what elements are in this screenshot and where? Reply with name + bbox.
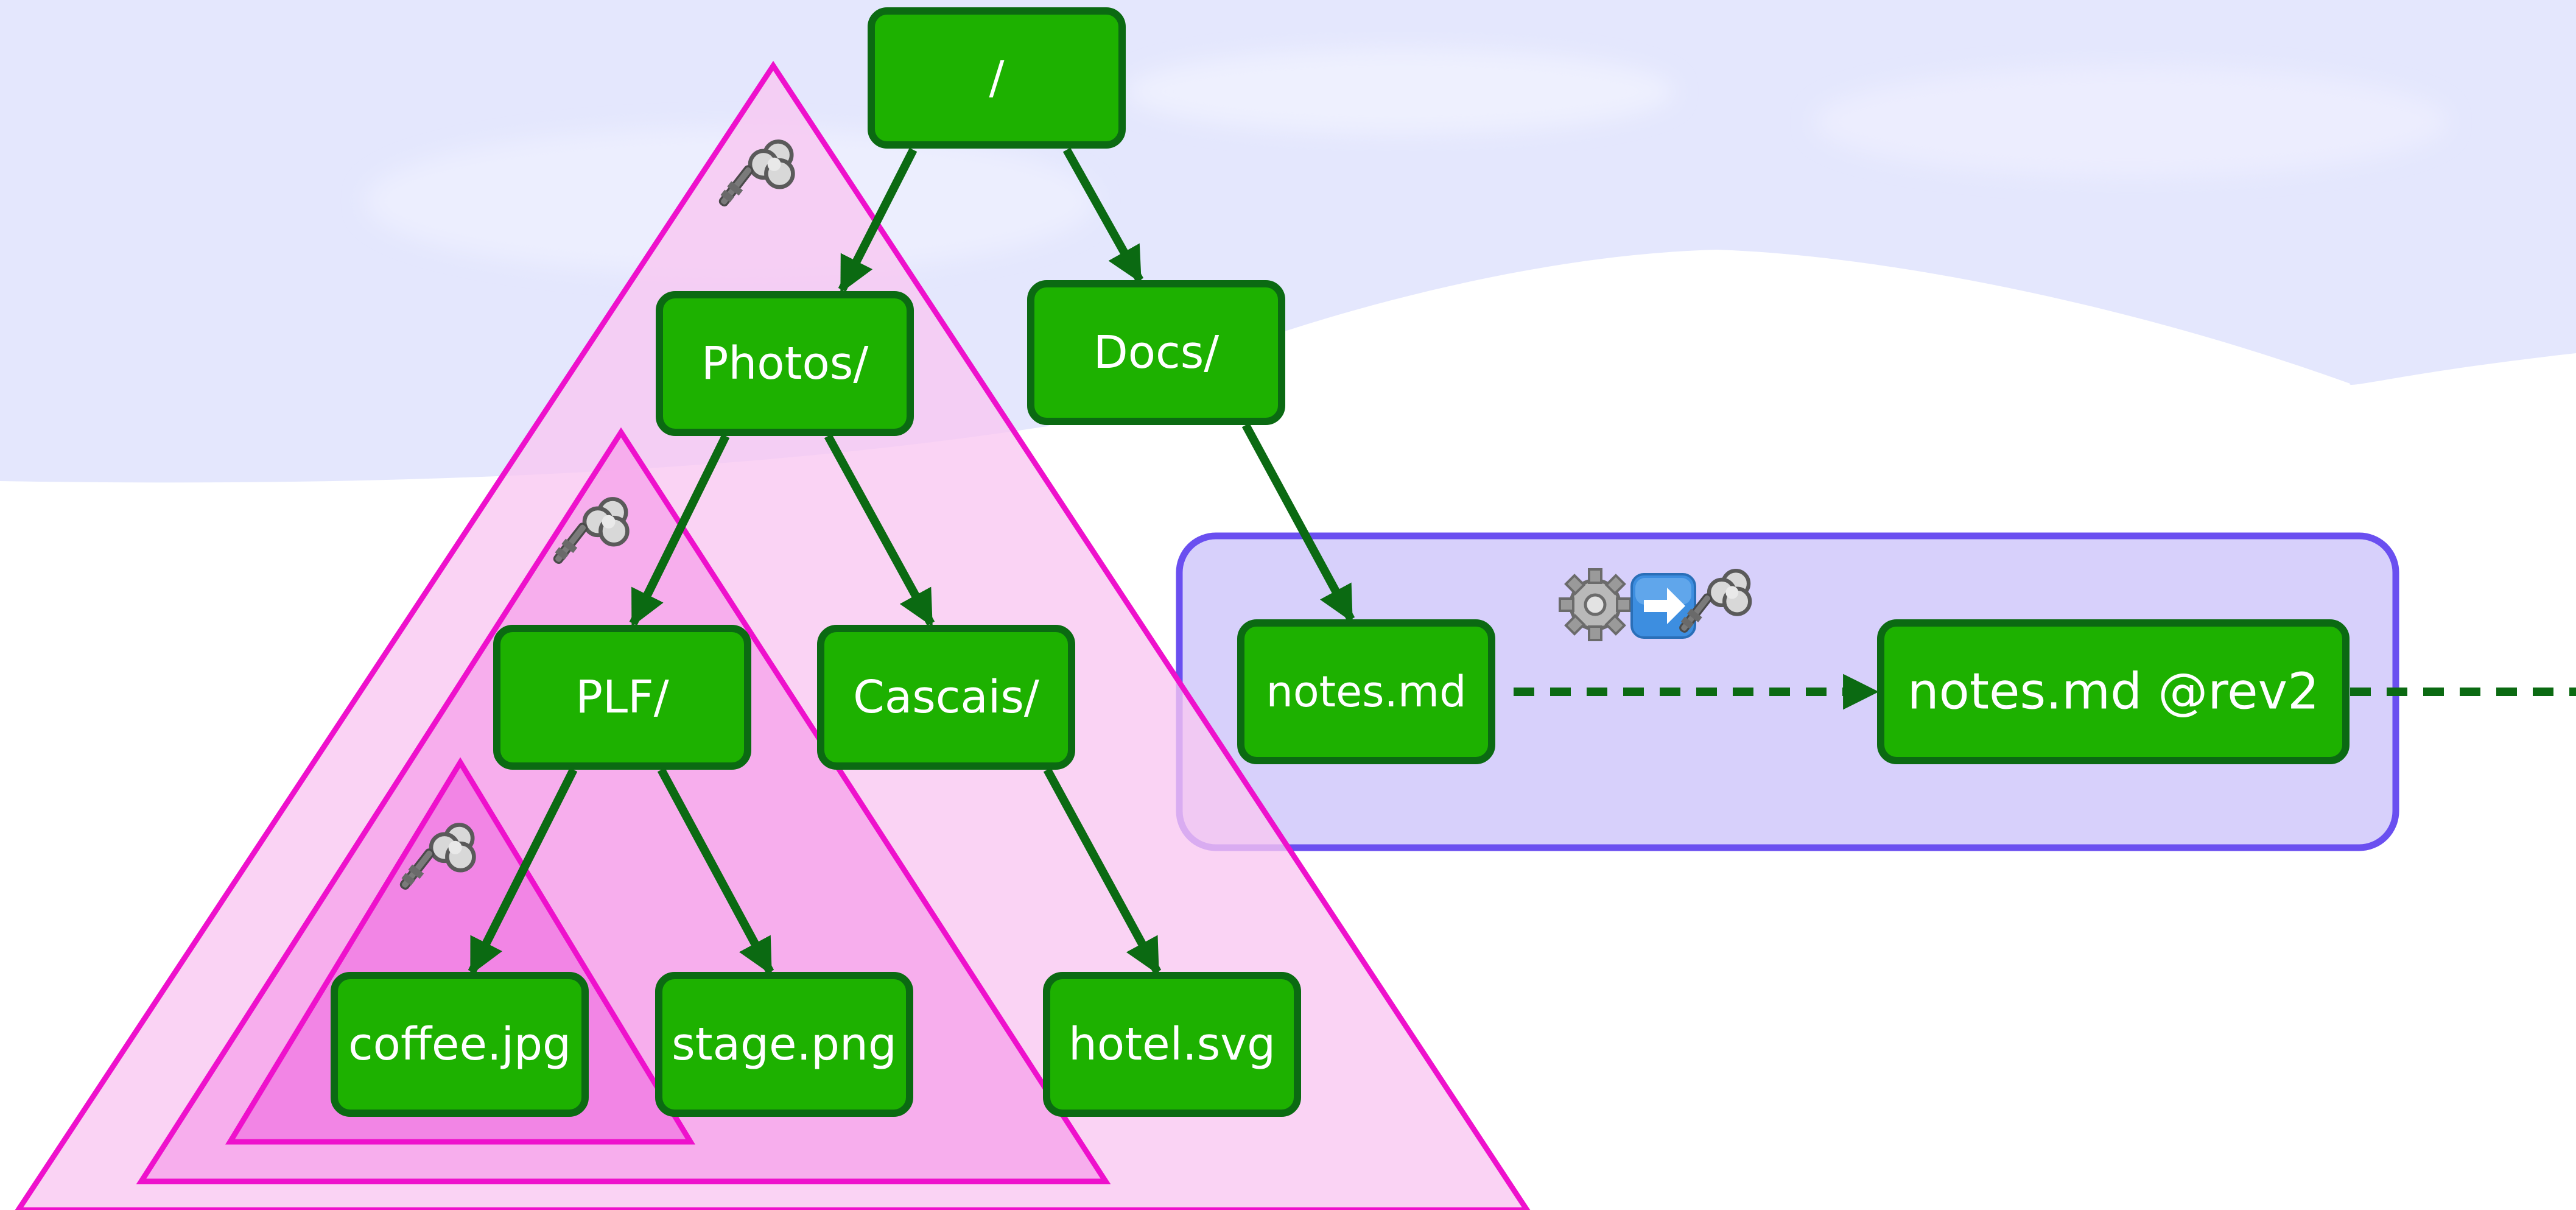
edge-photos-to-plf xyxy=(629,434,730,627)
node-notes-rev2[interactable]: notes.md @rev2 xyxy=(1877,619,2350,764)
edge-root-to-photos xyxy=(838,147,918,294)
node-cascais[interactable]: Cascais/ xyxy=(817,625,1075,770)
edge-plf-to-coffee xyxy=(468,767,578,976)
node-label: coffee.jpg xyxy=(348,1018,571,1071)
gear-icon xyxy=(1559,568,1632,641)
node-root[interactable]: / xyxy=(868,7,1126,149)
edge-root-to-docs xyxy=(1062,147,1144,284)
edges xyxy=(468,147,2576,976)
node-label: Photos/ xyxy=(701,337,869,390)
node-hotel[interactable]: hotel.svg xyxy=(1043,972,1301,1117)
edge-cascais-to-hotel xyxy=(1043,767,1162,976)
node-label: notes.md xyxy=(1266,667,1466,717)
node-label: notes.md @rev2 xyxy=(1907,663,2320,721)
node-label: hotel.svg xyxy=(1069,1018,1276,1071)
node-label: stage.png xyxy=(672,1018,897,1071)
edge-plf-to-stage xyxy=(657,767,774,976)
edge-photos-to-cascais xyxy=(824,434,935,627)
node-label: Cascais/ xyxy=(853,671,1039,723)
rekey-annotation xyxy=(1559,568,1750,641)
right-arrow-icon xyxy=(1630,573,1696,639)
node-label: PLF/ xyxy=(575,671,669,723)
node-photos[interactable]: Photos/ xyxy=(656,291,914,436)
node-label: / xyxy=(989,52,1005,104)
node-notes[interactable]: notes.md xyxy=(1237,619,1495,764)
node-plf[interactable]: PLF/ xyxy=(493,625,751,770)
edge-docs-to-notes xyxy=(1241,423,1355,623)
node-label: Docs/ xyxy=(1093,326,1219,379)
node-coffee[interactable]: coffee.jpg xyxy=(331,972,589,1117)
node-stage[interactable]: stage.png xyxy=(655,972,913,1117)
node-docs[interactable]: Docs/ xyxy=(1027,280,1285,425)
